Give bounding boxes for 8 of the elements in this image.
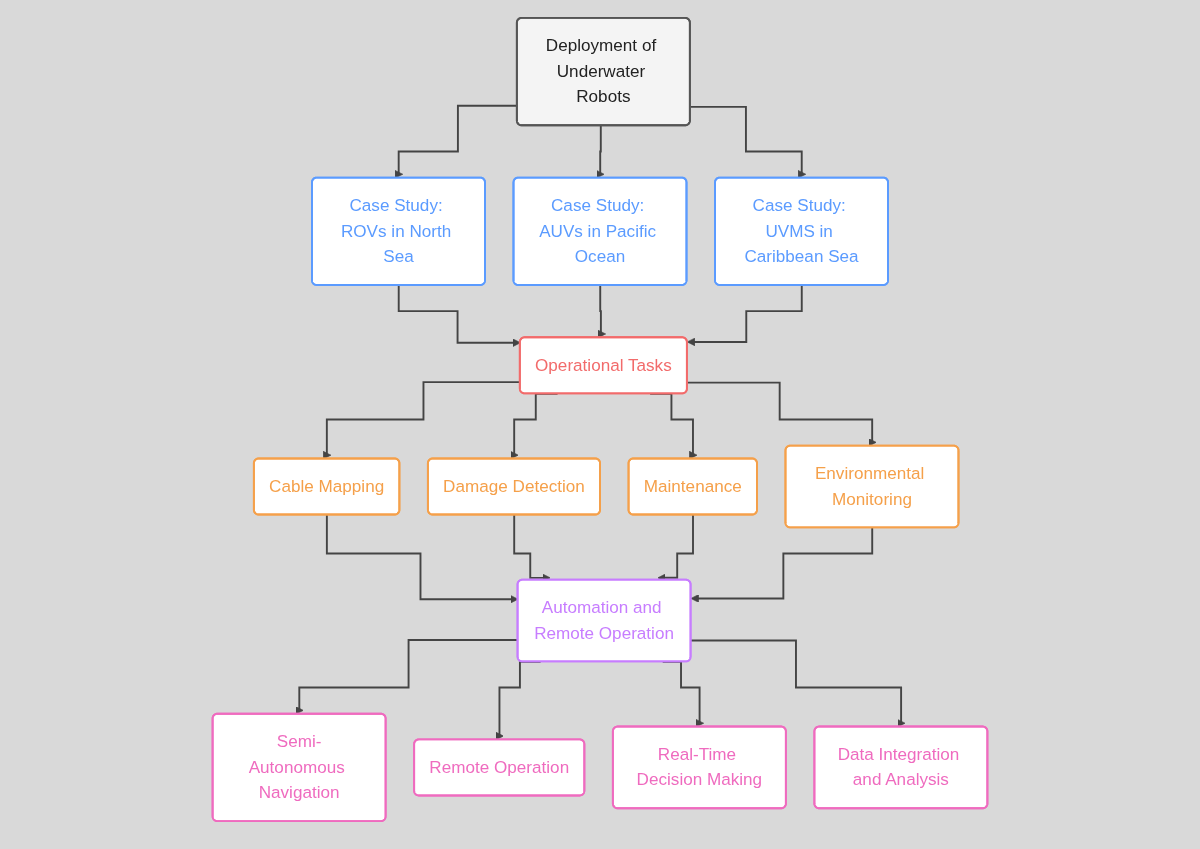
arrow: [596, 124, 605, 179]
arrow: [597, 284, 606, 339]
arrow: [686, 284, 803, 347]
arrow: [690, 526, 874, 603]
arrow: [397, 284, 521, 347]
arrow: [690, 639, 906, 728]
arrow: [686, 381, 877, 447]
arrow: [689, 105, 807, 179]
